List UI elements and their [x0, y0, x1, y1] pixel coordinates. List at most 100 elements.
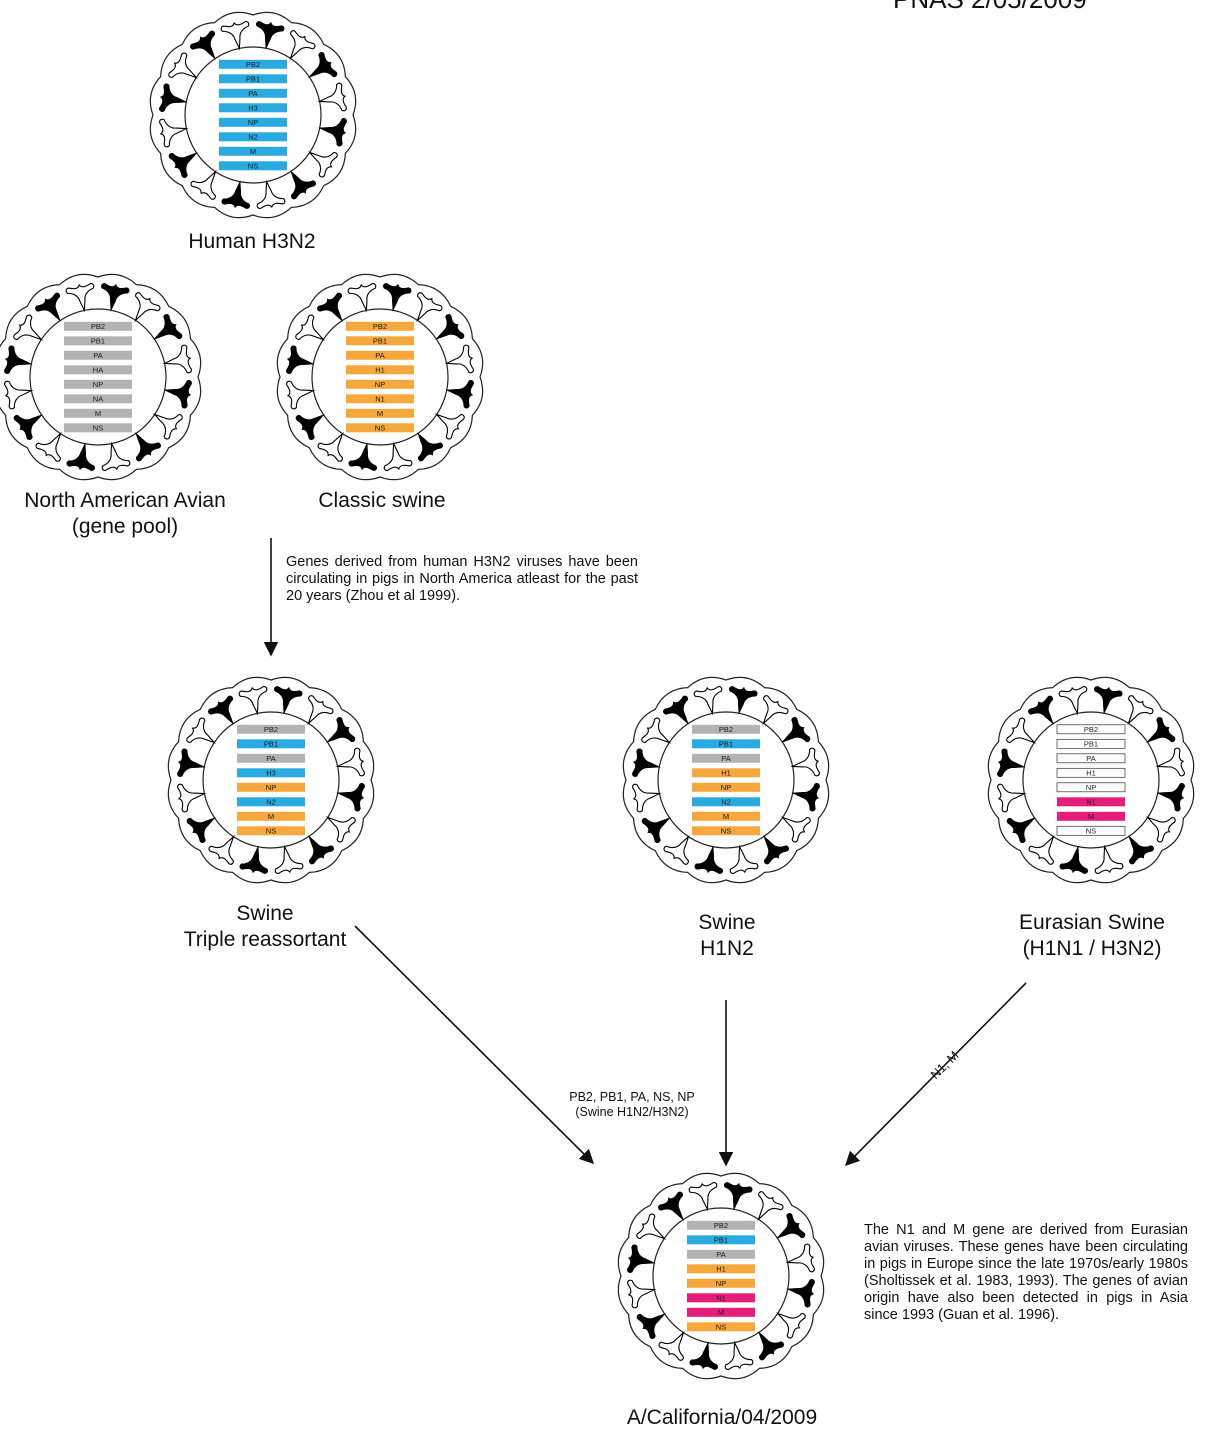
spike-neuraminidase [997, 783, 1027, 813]
spike-hemagglutinin [383, 283, 412, 312]
gene-segment-bar [219, 74, 287, 84]
label-line: (H1N1 / H3N2) [1022, 937, 1162, 960]
spike-hemagglutinin [689, 1341, 718, 1370]
gene-segment-bar [237, 724, 305, 734]
gene-segment-bar [346, 394, 414, 404]
gene-segment-label: PB2 [719, 725, 733, 734]
gene-segment-label: PB2 [264, 725, 278, 734]
gene-segment-label: M [250, 147, 256, 156]
spike-hemagglutinin [318, 118, 347, 147]
spike-neuraminidase [317, 431, 344, 462]
spike-neuraminidase [636, 1213, 667, 1240]
spike-neuraminidase [190, 169, 217, 200]
gene-segment-bar [692, 797, 760, 807]
gene-segment-label: H1 [1086, 768, 1096, 777]
spike-neuraminidase [1094, 844, 1124, 874]
spike-neuraminidase [208, 834, 235, 865]
gene-segment-bar [346, 321, 414, 331]
gene-segment-bar [64, 394, 132, 404]
spike-hemagglutinin [729, 686, 758, 715]
spike-hemagglutinin [159, 83, 188, 112]
spike-neuraminidase [434, 413, 465, 440]
spike-hemagglutinin [636, 1313, 666, 1339]
gene-segment-label: PA [248, 89, 257, 98]
gene-segment-bar [692, 826, 760, 836]
spike-neuraminidase [286, 380, 316, 410]
spike-hemagglutinin [1006, 817, 1036, 843]
spike-hemagglutinin [1028, 695, 1054, 725]
note-eurasian-genes: The N1 and M gene are derived from Euras… [864, 1222, 1188, 1323]
spike-hemagglutinin [758, 1331, 784, 1361]
label-line: Eurasian Swine [1019, 911, 1165, 934]
gene-segment-label: PA [266, 754, 275, 763]
spike-neuraminidase [101, 441, 131, 471]
gene-segment-label: PB1 [719, 739, 733, 748]
arrow-label-triple: PB2, PB1, PA, NS, NP (Swine H1N2/H3N2) [552, 1090, 712, 1120]
gene-segment-label: PB2 [246, 60, 260, 69]
spike-neuraminidase [724, 1340, 754, 1370]
gene-segment-label: NP [248, 118, 258, 127]
spike-neuraminidase [663, 834, 690, 865]
gene-segment-bar [219, 117, 287, 127]
label-classic-swine: Classic swine [262, 488, 502, 514]
gene-segment-label: M [718, 1308, 724, 1317]
gene-segment-label: NP [266, 783, 276, 792]
spike-neuraminidase [307, 151, 338, 178]
spike-neuraminidase [289, 30, 316, 61]
gene-segment-bar [346, 379, 414, 389]
spike-neuraminidase [162, 344, 192, 374]
spike-neuraminidase [416, 292, 443, 323]
gene-segment-bar [346, 365, 414, 375]
label-line: (gene pool) [71, 515, 179, 538]
virion-layer: PB2PB1PAH3NPN2MNSPB2PB1PAHANPNAMNSPB2PB1… [0, 11, 1195, 1380]
gene-segment-bar [64, 365, 132, 375]
label-line: Triple reassortant [183, 928, 347, 951]
spike-hemagglutinin [295, 414, 325, 440]
label-swine-triple-reassortant: Swine Triple reassortant [140, 901, 390, 953]
gene-segment-bar [219, 146, 287, 156]
spike-neuraminidase [65, 283, 95, 313]
label-line: North American Avian [24, 489, 226, 512]
gene-segment-label: N1 [375, 394, 385, 403]
gene-segment-bar [692, 811, 760, 821]
gene-segment-label: NP [721, 783, 731, 792]
gene-segment-bar [346, 423, 414, 433]
gene-segment-label: PB2 [1084, 725, 1098, 734]
arrow-label-line: (Swine H1N2/H3N2) [575, 1105, 689, 1119]
arrow-label-line: PB2, PB1, PA, NS, NP [569, 1090, 695, 1104]
spike-hemagglutinin [326, 717, 356, 743]
gene-segment-label: N2 [248, 132, 258, 141]
gene-segment-label: HA [93, 365, 103, 374]
gene-segment-label: NS [93, 423, 103, 432]
spike-hemagglutinin [208, 695, 234, 725]
spike-hemagglutinin [632, 748, 661, 777]
gene-segment-bar [346, 408, 414, 418]
spike-neuraminidase [688, 1182, 718, 1212]
gene-segment-bar [237, 753, 305, 763]
gene-segment-bar [692, 768, 760, 778]
gene-segment-bar [64, 321, 132, 331]
spike-neuraminidase [335, 747, 365, 777]
arrow-eurasian-to-california [844, 982, 1027, 1167]
spike-neuraminidase [444, 344, 474, 374]
gene-segment-label: PB1 [1084, 739, 1098, 748]
spike-neuraminidase [134, 292, 161, 323]
gene-segment-label: PA [721, 754, 730, 763]
spike-hemagglutinin [791, 783, 820, 812]
gene-segment-label: M [1088, 812, 1094, 821]
header-title: PNAS 2/05/2009 [893, 0, 1087, 12]
gene-segment-bar [219, 59, 287, 69]
gene-segment-bar [692, 724, 760, 734]
arrows [263, 538, 1027, 1167]
gene-segment-bar [64, 350, 132, 360]
gene-segment-bar [346, 336, 414, 346]
spike-neuraminidase [256, 179, 286, 209]
spike-neuraminidase [729, 844, 759, 874]
spike-neuraminidase [1155, 747, 1185, 777]
spike-neuraminidase [325, 816, 356, 843]
spike-hemagglutinin [317, 292, 343, 322]
gene-segment-bar [1057, 797, 1125, 807]
spike-hemagglutinin [239, 845, 268, 874]
